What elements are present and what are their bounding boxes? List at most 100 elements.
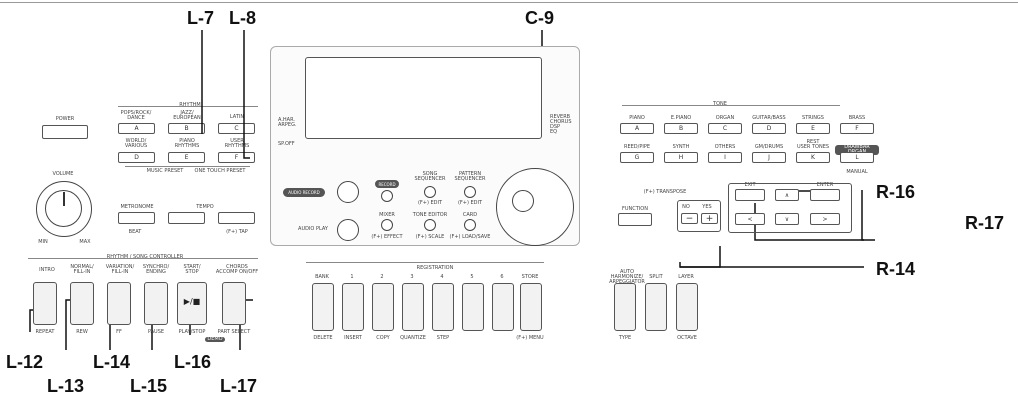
controller-label-intro: INTRO (39, 267, 55, 273)
exit-button[interactable] (735, 189, 765, 201)
tone-label-epiano: E.PIANO (670, 115, 692, 121)
callout-r17: R-17 (965, 213, 1005, 233)
metronome-button[interactable] (118, 212, 155, 224)
audio-play-button[interactable] (337, 219, 359, 241)
tone-button-j[interactable]: J (752, 152, 786, 163)
rhythm-group-c: LATIN (229, 114, 245, 120)
transpose-label: (F+) TRANSPOSE (643, 189, 687, 195)
rhythm-button-a[interactable]: A (118, 123, 155, 134)
reg-store-button[interactable] (520, 283, 542, 331)
callout-l14: L-14 (93, 352, 131, 372)
record-tag: RECORD (375, 180, 399, 188)
card-button[interactable] (464, 219, 476, 231)
audio-record-button[interactable] (337, 181, 359, 203)
cursor-up-button[interactable]: ∧ (775, 189, 799, 201)
callout-l7: L-7 (187, 8, 214, 28)
reg-label-1: 1 (350, 274, 354, 280)
tone-button-k[interactable]: K (796, 152, 830, 163)
layer-button[interactable] (676, 283, 698, 331)
play-stop-icon: ▶/■ (183, 297, 201, 306)
pattern-sequencer-sub: (F+) EDIT (457, 200, 483, 206)
rhythm-button-b[interactable]: B (168, 123, 205, 134)
start-stop-button[interactable]: ▶/■ (177, 282, 207, 325)
mixer-button[interactable] (381, 219, 393, 231)
dial[interactable] (496, 168, 574, 246)
tone-editor-button[interactable] (424, 219, 436, 231)
tone-button-d[interactable]: D (752, 123, 786, 134)
rhythm-title: RHYTHM (179, 102, 201, 108)
tone-label-organ: ORGAN (715, 115, 735, 121)
preset-bracket (125, 166, 250, 167)
cursor-right-button[interactable]: > (810, 213, 840, 225)
minus-button[interactable]: − (681, 213, 698, 224)
enter-button[interactable] (810, 189, 840, 201)
reg-2-button[interactable] (372, 283, 394, 331)
auto-harmonize-button[interactable] (614, 283, 636, 331)
tempo-up-button[interactable] (218, 212, 255, 224)
reg-4-button[interactable] (432, 283, 454, 331)
reg-5-button[interactable] (462, 283, 484, 331)
intro-button[interactable] (33, 282, 57, 325)
song-sequencer-button[interactable] (424, 186, 436, 198)
reg-bank-button[interactable] (312, 283, 334, 331)
tone-button-h[interactable]: H (664, 152, 698, 163)
audio-play-label: AUDIO PLAY (298, 226, 328, 232)
card-label: CARD (462, 212, 478, 218)
rhythm-button-e[interactable]: E (168, 152, 205, 163)
cursor-left-button[interactable]: < (735, 213, 765, 225)
tone-button-e[interactable]: E (796, 123, 830, 134)
tone-button-i[interactable]: I (708, 152, 742, 163)
registration-frame (306, 262, 544, 341)
tone-button-l[interactable]: L (840, 152, 874, 163)
callout-l12: L-12 (6, 352, 44, 372)
accomp-button[interactable] (222, 282, 246, 325)
callout-l13: L-13 (47, 376, 85, 396)
display-left-labels: A.HAR. ARPEG. (278, 117, 297, 128)
song-sequencer-sub: (F+) EDIT (417, 200, 443, 206)
reg-label-6: 6 (500, 274, 504, 280)
rhythm-title-line (118, 106, 258, 107)
split-button[interactable] (645, 283, 667, 331)
tone-label-others: OTHERS (714, 144, 736, 150)
tone-button-f[interactable]: F (840, 123, 874, 134)
power-button[interactable] (42, 125, 88, 139)
tempo-down-button[interactable] (168, 212, 205, 224)
volume-knob[interactable] (36, 181, 92, 237)
controller-sub-play-stop: PLAY/STOP (178, 329, 206, 335)
pattern-sequencer-button[interactable] (464, 186, 476, 198)
rhythm-button-f[interactable]: F (218, 152, 255, 163)
top-edge (0, 2, 1018, 3)
normal-fillin-button[interactable] (70, 282, 94, 325)
card-sub: (F+) LOAD/SAVE (449, 234, 491, 240)
callout-l8: L-8 (229, 8, 256, 28)
reg-6-button[interactable] (492, 283, 514, 331)
cursor-down-button[interactable]: ∨ (775, 213, 799, 225)
plus-button[interactable]: + (701, 213, 718, 224)
rhythm-group-a: POPS/ROCK/ DANCE (120, 110, 152, 121)
tone-label-gm-drums: GM/DRUMS (754, 144, 784, 150)
tone-button-b[interactable]: B (664, 123, 698, 134)
song-sequencer-label: SONG SEQUENCER (414, 171, 446, 182)
function-button[interactable] (618, 213, 652, 226)
controller-sub-repeat: REPEAT (35, 329, 55, 335)
one-touch-preset-label: ONE TOUCH PRESET (194, 168, 246, 174)
record-button[interactable] (381, 190, 393, 202)
reg-3-button[interactable] (402, 283, 424, 331)
lcd-screen (305, 57, 542, 139)
rhythm-button-c[interactable]: C (218, 123, 255, 134)
dial-knob (512, 190, 534, 212)
rhythm-group-f: USER RHYTHMS (224, 138, 250, 149)
tone-button-a[interactable]: A (620, 123, 654, 134)
tone-button-g[interactable]: G (620, 152, 654, 163)
tone-label-synth: SYNTH (672, 144, 690, 150)
reg-1-button[interactable] (342, 283, 364, 331)
rhythm-group-e: PIANO RHYTHMS (174, 138, 200, 149)
rhythm-button-d[interactable]: D (118, 152, 155, 163)
tone-button-c[interactable]: C (708, 123, 742, 134)
split-label: SPLIT (649, 274, 663, 280)
metronome-label: METRONOME (120, 204, 154, 210)
synchro-ending-button[interactable] (144, 282, 168, 325)
tone-label-strings: STRINGS (802, 115, 824, 121)
music-preset-label: MUSIC PRESET (146, 168, 184, 174)
variation-fillin-button[interactable] (107, 282, 131, 325)
